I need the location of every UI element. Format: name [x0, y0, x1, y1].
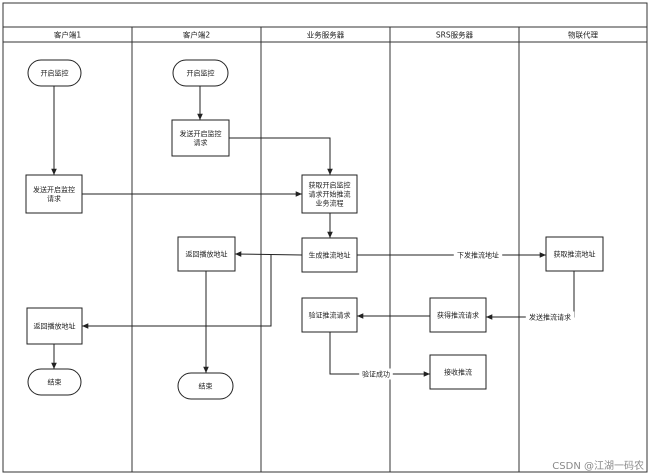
edge-label-bg: [359, 368, 393, 380]
node-label: 获取开启监控: [309, 181, 351, 190]
terminal-shape: [27, 368, 82, 396]
node-label: 开启监控: [41, 69, 69, 78]
node-label: 结束: [48, 378, 62, 387]
node-biz_gen: 生成推流地址: [301, 237, 358, 273]
edge-label-bg: [525, 311, 575, 323]
lane-title-biz: 业务服务器: [307, 30, 345, 40]
node-label: 获得推流请求: [437, 311, 479, 320]
watermark-text: CSDN @江湖一码农: [552, 459, 644, 472]
node-label: 发送开启监控: [180, 129, 222, 138]
node-c1_ret: 返回播放地址: [26, 307, 83, 345]
lane-title-srs: SRS服务器: [436, 30, 474, 40]
process-box: [429, 297, 487, 333]
node-c2_start: 开启监控: [172, 59, 229, 87]
edge-iot_get-to-srs_getreq: [486, 271, 575, 320]
edge-label-bg: [453, 249, 503, 261]
node-label: 返回播放地址: [186, 250, 228, 259]
node-label: 获取推流地址: [554, 250, 596, 259]
node-label: 结束: [199, 382, 213, 391]
process-box: [171, 119, 230, 157]
process-box: [26, 307, 83, 345]
edge-label-iot_get-to-srs_getreq: 发送推流请求: [529, 313, 571, 322]
terminal-shape: [177, 372, 234, 400]
edge-label-biz_gen-to-iot_get: 下发推流地址: [457, 251, 499, 260]
node-c2_end: 结束: [177, 372, 234, 400]
node-label: 返回播放地址: [34, 322, 76, 331]
node-label: 开启监控: [187, 69, 215, 78]
node-label: 请求: [47, 194, 61, 203]
node-srs_getreq: 获得推流请求: [429, 297, 487, 333]
edge-c2_send-to-biz_get: [229, 137, 333, 175]
node-iot_get: 获取推流地址: [545, 236, 604, 272]
process-box: [301, 297, 358, 333]
node-label: 请求: [194, 138, 208, 147]
node-biz_verify: 验证推流请求: [301, 297, 358, 333]
node-label: 业务流程: [316, 199, 344, 208]
edge-label-biz_verify-to-srs_recv: 验证成功: [362, 370, 390, 379]
process-box: [177, 236, 236, 272]
node-c1_start: 开启监控: [27, 59, 82, 87]
node-label: 验证推流请求: [309, 311, 351, 320]
edge-biz_gen-to-c1_ret: [82, 255, 272, 329]
node-label: 请求开始推流: [309, 190, 351, 199]
edge-biz_gen-to-c2_ret: [234, 251, 303, 257]
terminal-shape: [27, 59, 82, 87]
node-label: 发送开启监控: [33, 185, 75, 194]
process-box: [301, 237, 358, 273]
process-box: [25, 174, 83, 214]
node-c1_end: 结束: [27, 368, 82, 396]
terminal-shape: [172, 59, 229, 87]
node-srs_recv: 接收推流: [429, 354, 487, 390]
node-label: 接收推流: [444, 368, 472, 377]
process-box: [545, 236, 604, 272]
edge-biz_verify-to-srs_recv: [329, 332, 430, 377]
lane-title-client2: 客户端2: [183, 30, 210, 40]
process-box: [429, 354, 487, 390]
node-label: 生成推流地址: [309, 251, 351, 260]
process-box: [301, 174, 358, 214]
node-c2_ret: 返回播放地址: [177, 236, 236, 272]
lane-title-client1: 客户端1: [54, 30, 81, 40]
lane-title-iot: 物联代理: [568, 30, 598, 40]
